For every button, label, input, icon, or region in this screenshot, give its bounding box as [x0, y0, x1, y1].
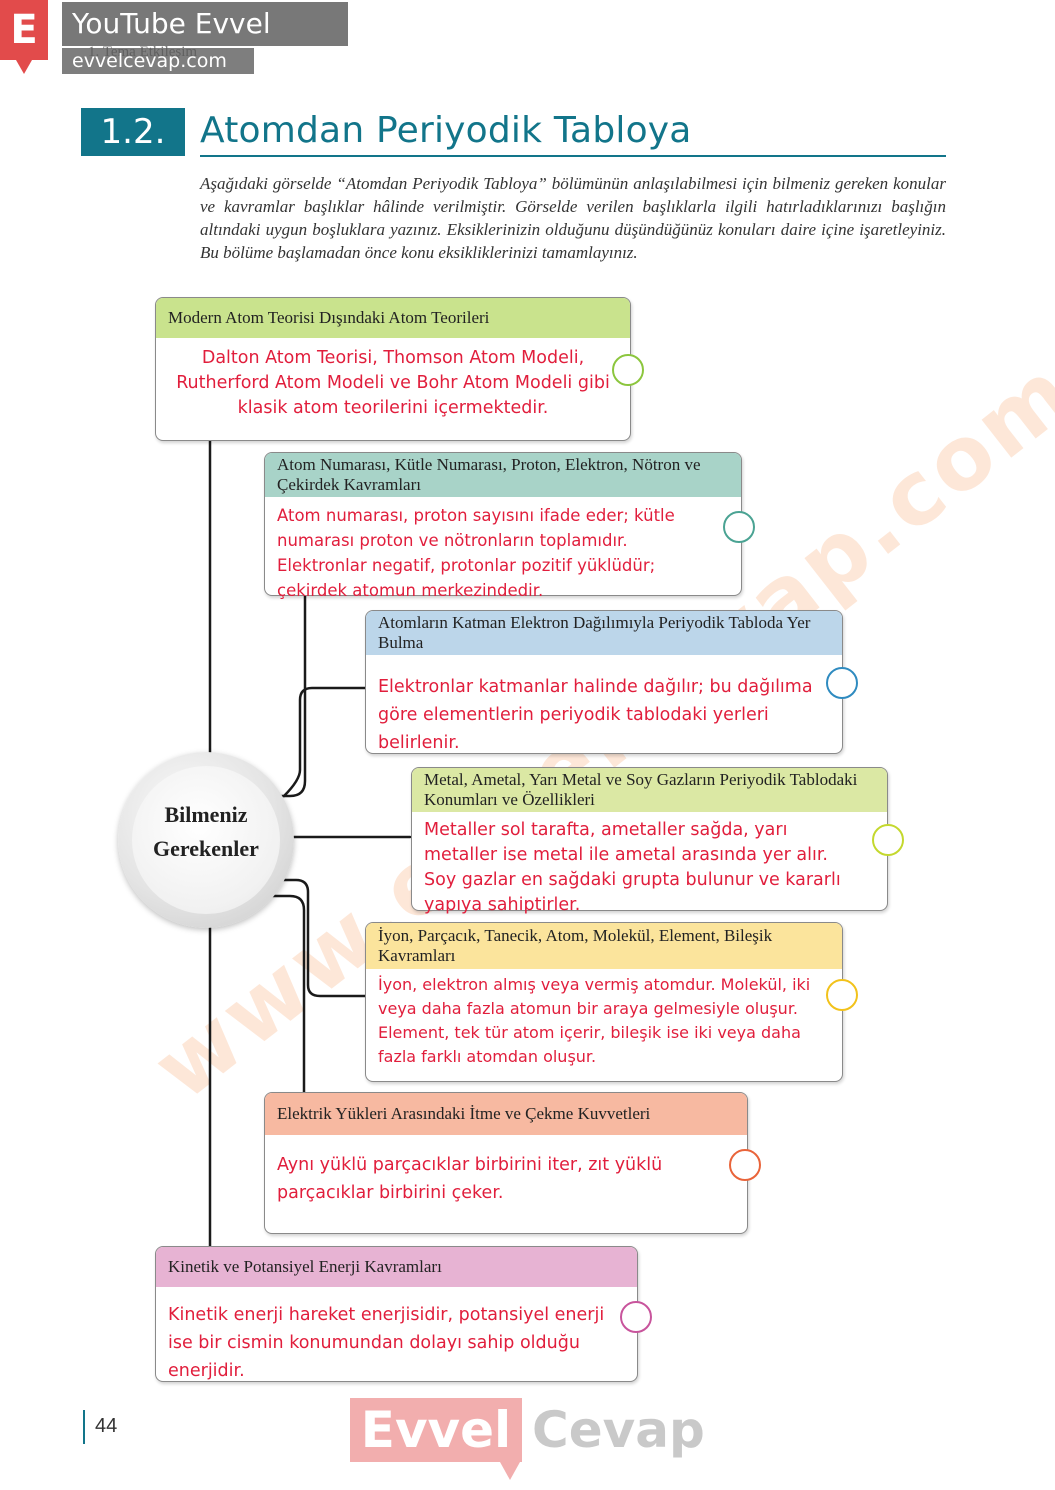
mark-circle[interactable]: [826, 979, 858, 1011]
card-answer[interactable]: İyon, elektron almış veya vermiş atomdur…: [378, 975, 811, 1066]
watermark-cevap: Cevap: [532, 1401, 705, 1459]
card-header: Metal, Ametal, Yarı Metal ve Soy Gazları…: [412, 768, 887, 812]
mark-circle[interactable]: [620, 1301, 652, 1333]
mark-circle[interactable]: [612, 354, 644, 386]
topic-card-atom-theories: Modern Atom Teorisi Dışındaki Atom Teori…: [155, 297, 644, 441]
card-header: Atom Numarası, Kütle Numarası, Proton, E…: [265, 453, 741, 497]
card-title: Modern Atom Teorisi Dışındaki Atom Teori…: [168, 308, 490, 327]
connector-card-3: [282, 686, 368, 798]
channel-logo-icon: E: [0, 0, 48, 74]
card-answer[interactable]: Elektronlar katmanlar halinde dağılır; b…: [378, 677, 813, 753]
watermark-evvel: Evvel: [350, 1398, 522, 1480]
card-header: İyon, Parçacık, Tanecik, Atom, Molekül, …: [366, 923, 842, 969]
connector-card-6: [270, 894, 306, 1094]
site-url: evvelcevap.com: [62, 48, 254, 74]
card-answer[interactable]: Kinetik enerji hareket enerjisidir, pota…: [168, 1305, 605, 1381]
page-number-bar: [83, 1410, 85, 1444]
topic-card-ion-molecule: İyon, Parçacık, Tanecik, Atom, Molekül, …: [365, 922, 858, 1082]
hub-label: Bilmeniz Gerekenler: [132, 798, 280, 866]
card-header: Elektrik Yükleri Arasındaki İtme ve Çekm…: [265, 1093, 747, 1135]
card-header: Modern Atom Teorisi Dışındaki Atom Teori…: [156, 298, 630, 338]
title-underline: [200, 155, 946, 157]
card-title: Atom Numarası, Kütle Numarası, Proton, E…: [277, 455, 701, 494]
card-title: Elektrik Yükleri Arasındaki İtme ve Çekm…: [277, 1104, 651, 1123]
card-answer[interactable]: Dalton Atom Teorisi, Thomson Atom Modeli…: [176, 348, 610, 418]
section-number: 1.2.: [81, 108, 185, 156]
section-title: Atomdan Periyodik Tabloya: [200, 110, 692, 151]
card-title: Atomların Katman Elektron Dağılımıyla Pe…: [378, 613, 811, 652]
topic-card-electron-configuration: Atomların Katman Elektron Dağılımıyla Pe…: [365, 610, 858, 754]
connector-card-5: [274, 878, 368, 998]
card-header: Atomların Katman Elektron Dağılımıyla Pe…: [366, 611, 842, 655]
topic-card-metals-nonmetals: Metal, Ametal, Yarı Metal ve Soy Gazları…: [411, 767, 904, 915]
page-number: 44: [95, 1415, 118, 1437]
card-header: Kinetik ve Potansiyel Enerji Kavramları: [156, 1247, 637, 1287]
mark-circle[interactable]: [723, 511, 755, 543]
topic-card-energy: Kinetik ve Potansiyel Enerji Kavramları …: [155, 1246, 652, 1382]
mark-circle[interactable]: [826, 667, 858, 699]
card-title: Kinetik ve Potansiyel Enerji Kavramları: [168, 1257, 442, 1276]
mark-circle[interactable]: [729, 1149, 761, 1181]
mark-circle[interactable]: [872, 824, 904, 856]
card-answer[interactable]: Atom numarası, proton sayısını ifade ede…: [277, 506, 675, 600]
hub-inner: [132, 766, 280, 914]
connector-card-2: [274, 593, 307, 798]
channel-badge[interactable]: E YouTube Evvel Cevap 1. Tema Etkileşim …: [0, 0, 350, 84]
card-answer[interactable]: Metaller sol tarafta, ametaller sağda, y…: [424, 820, 841, 915]
card-answer[interactable]: Aynı yüklü parçacıklar birbirini iter, z…: [277, 1155, 663, 1203]
card-title: Metal, Ametal, Yarı Metal ve Soy Gazları…: [424, 770, 858, 809]
topic-card-atomic-number: Atom Numarası, Kütle Numarası, Proton, E…: [264, 452, 755, 600]
hub-label-line2: Gerekenler: [153, 836, 259, 861]
intro-paragraph: Aşağıdaki görselde “Atomdan Periyodik Ta…: [200, 174, 946, 262]
hub-label-line1: Bilmeniz: [164, 802, 248, 827]
topic-card-electric-charges: Elektrik Yükleri Arasındaki İtme ve Çekm…: [264, 1092, 761, 1234]
card-title: İyon, Parçacık, Tanecik, Atom, Molekül, …: [378, 926, 773, 965]
